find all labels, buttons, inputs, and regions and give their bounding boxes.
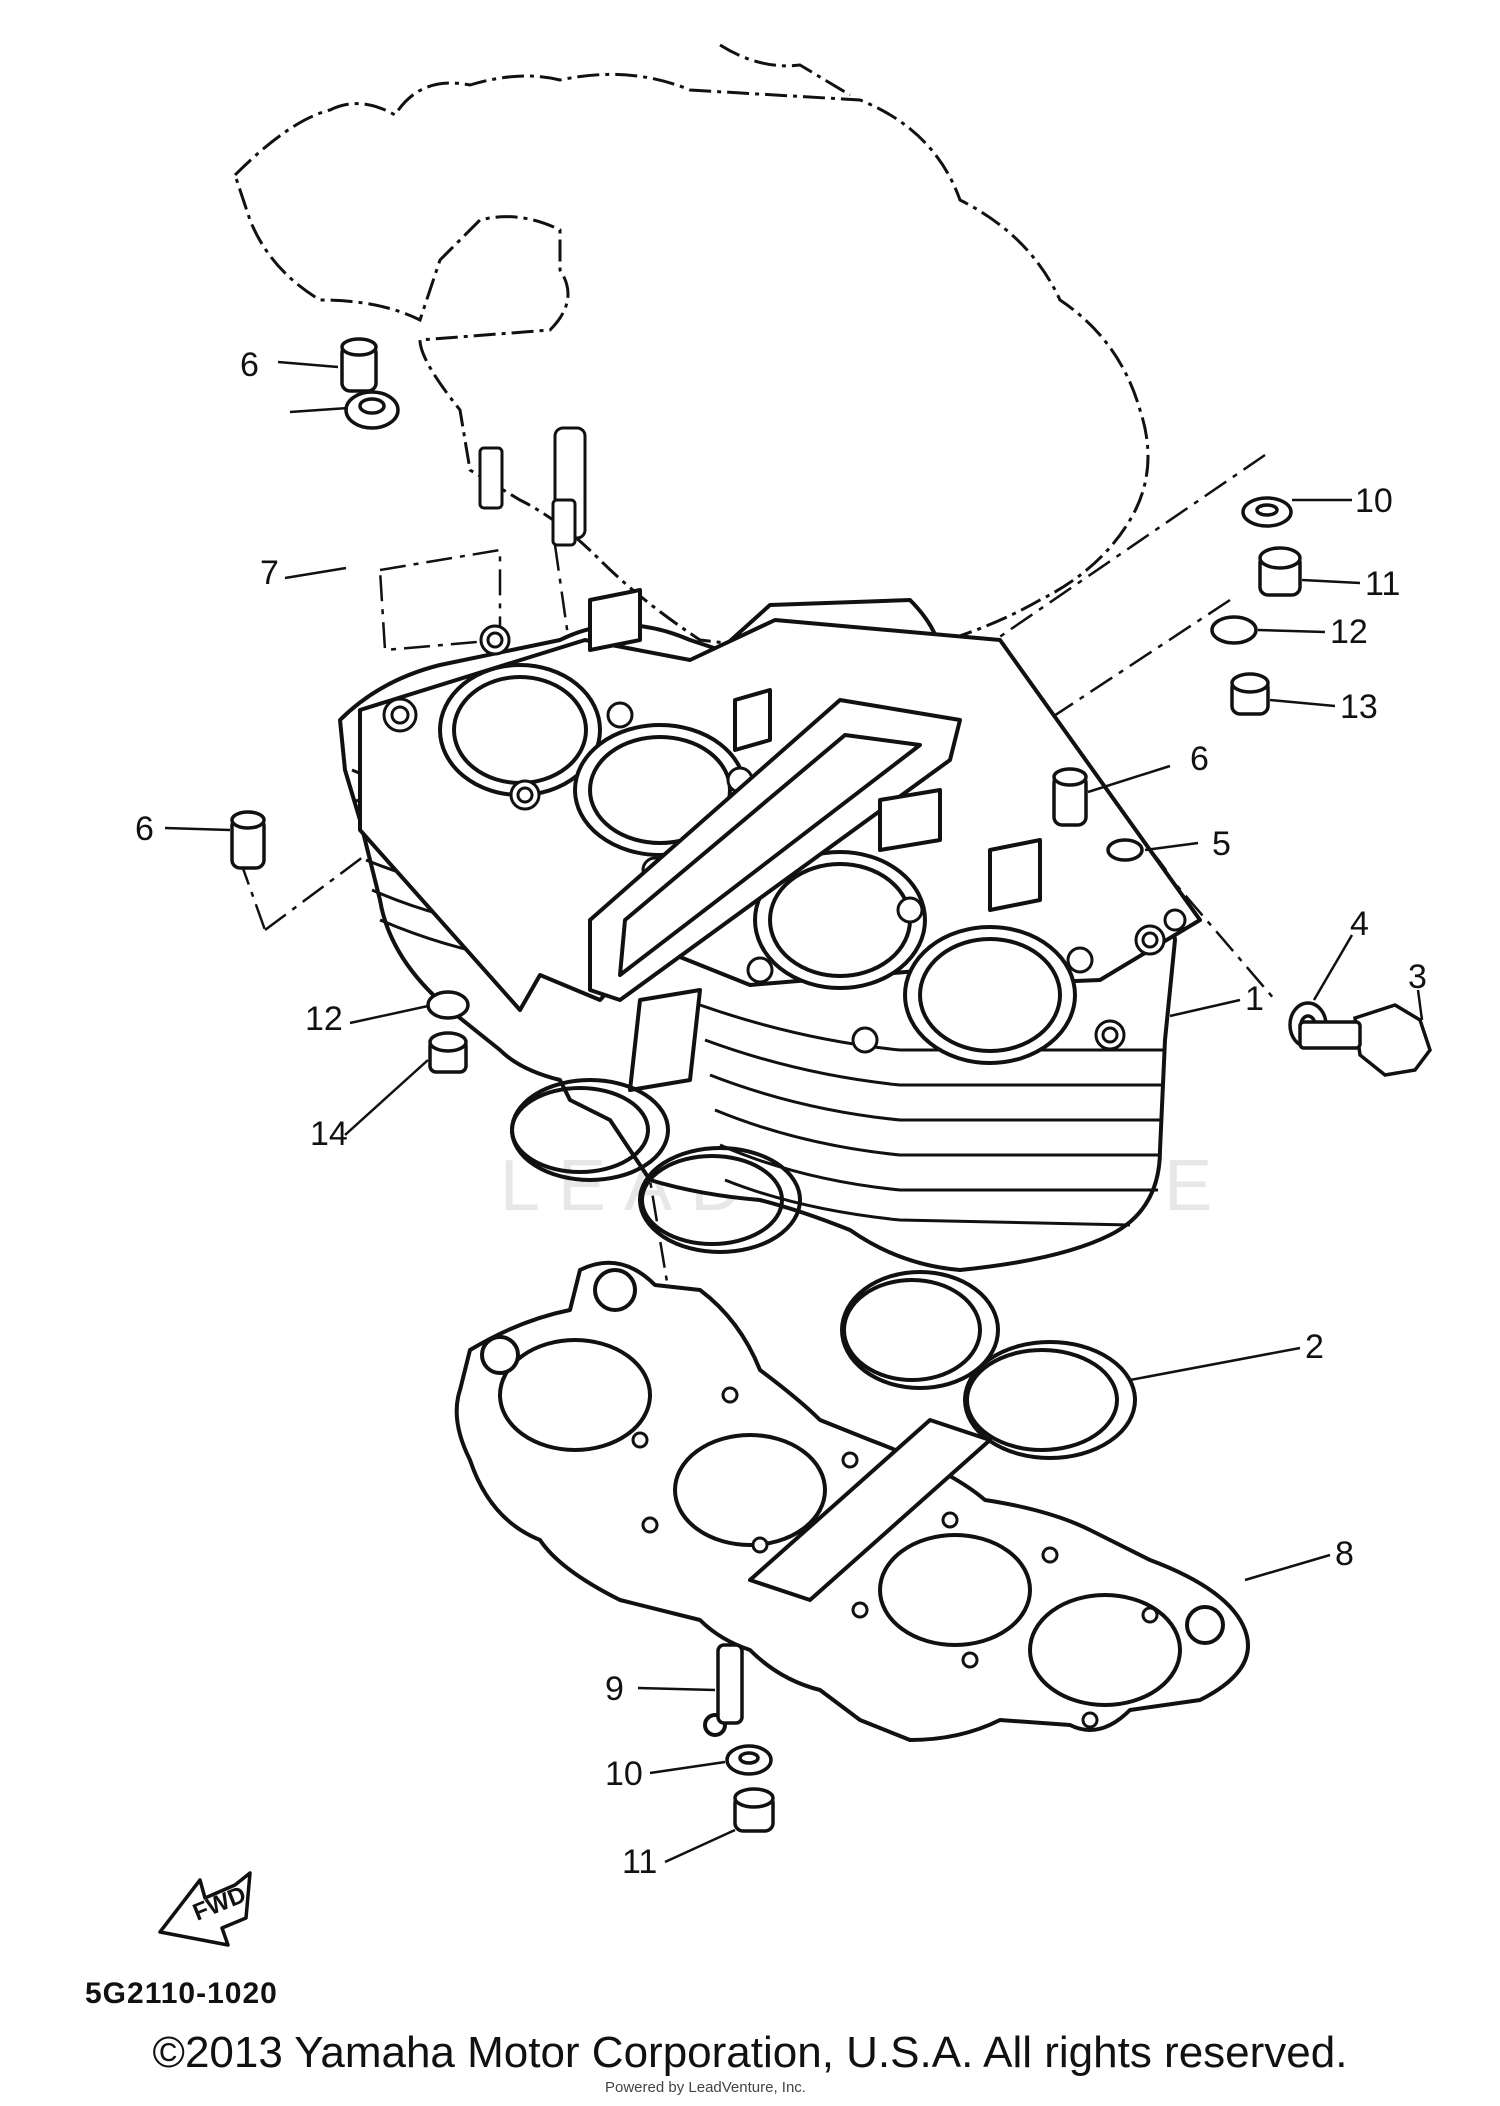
callout-label: 12 [1330, 613, 1368, 651]
callout-label: 6 [135, 810, 154, 848]
callout-label: 12 [305, 1000, 343, 1038]
callout-label: 10 [605, 1755, 643, 1793]
callout-label: 14 [310, 1115, 348, 1153]
fwd-arrow-icon: FWD [158, 1871, 252, 1947]
credit-line: Powered by LeadVenture, Inc. [605, 2079, 806, 2096]
callout-label: 11 [1365, 565, 1400, 603]
callout-label: 10 [1355, 482, 1393, 520]
callout-label: 8 [1335, 1535, 1354, 1573]
callout-label: 11 [622, 1843, 657, 1881]
crankcase-outline [233, 43, 1150, 662]
callout-label: 7 [260, 554, 279, 592]
callout-label: 6 [240, 346, 259, 384]
cylinder-block [338, 588, 1202, 1272]
callout-label: 9 [605, 1670, 624, 1708]
callout-label: 3 [1408, 958, 1427, 996]
copyright-notice: ©2013 Yamaha Motor Corporation, U.S.A. A… [152, 2028, 1348, 2077]
callout-label: 2 [1305, 1328, 1324, 1366]
callout-label: 1 [1245, 980, 1264, 1018]
o-rings [510, 1078, 1137, 1460]
callout-label: 13 [1340, 688, 1378, 726]
callout-label: 6 [1190, 740, 1209, 778]
callout-labels: 6 7 6 12 14 10 11 12 13 6 5 4 3 1 2 8 9 … [135, 346, 1427, 1881]
figure-code: 5G2110-1020 [85, 1977, 278, 2010]
base-gasket [454, 1260, 1250, 1742]
leader-lines [164, 360, 1424, 1864]
hardware-parts [230, 337, 1432, 1833]
cylinder-studs-top [478, 426, 587, 547]
callout-label: 5 [1212, 825, 1231, 863]
callout-label: 4 [1350, 905, 1369, 943]
